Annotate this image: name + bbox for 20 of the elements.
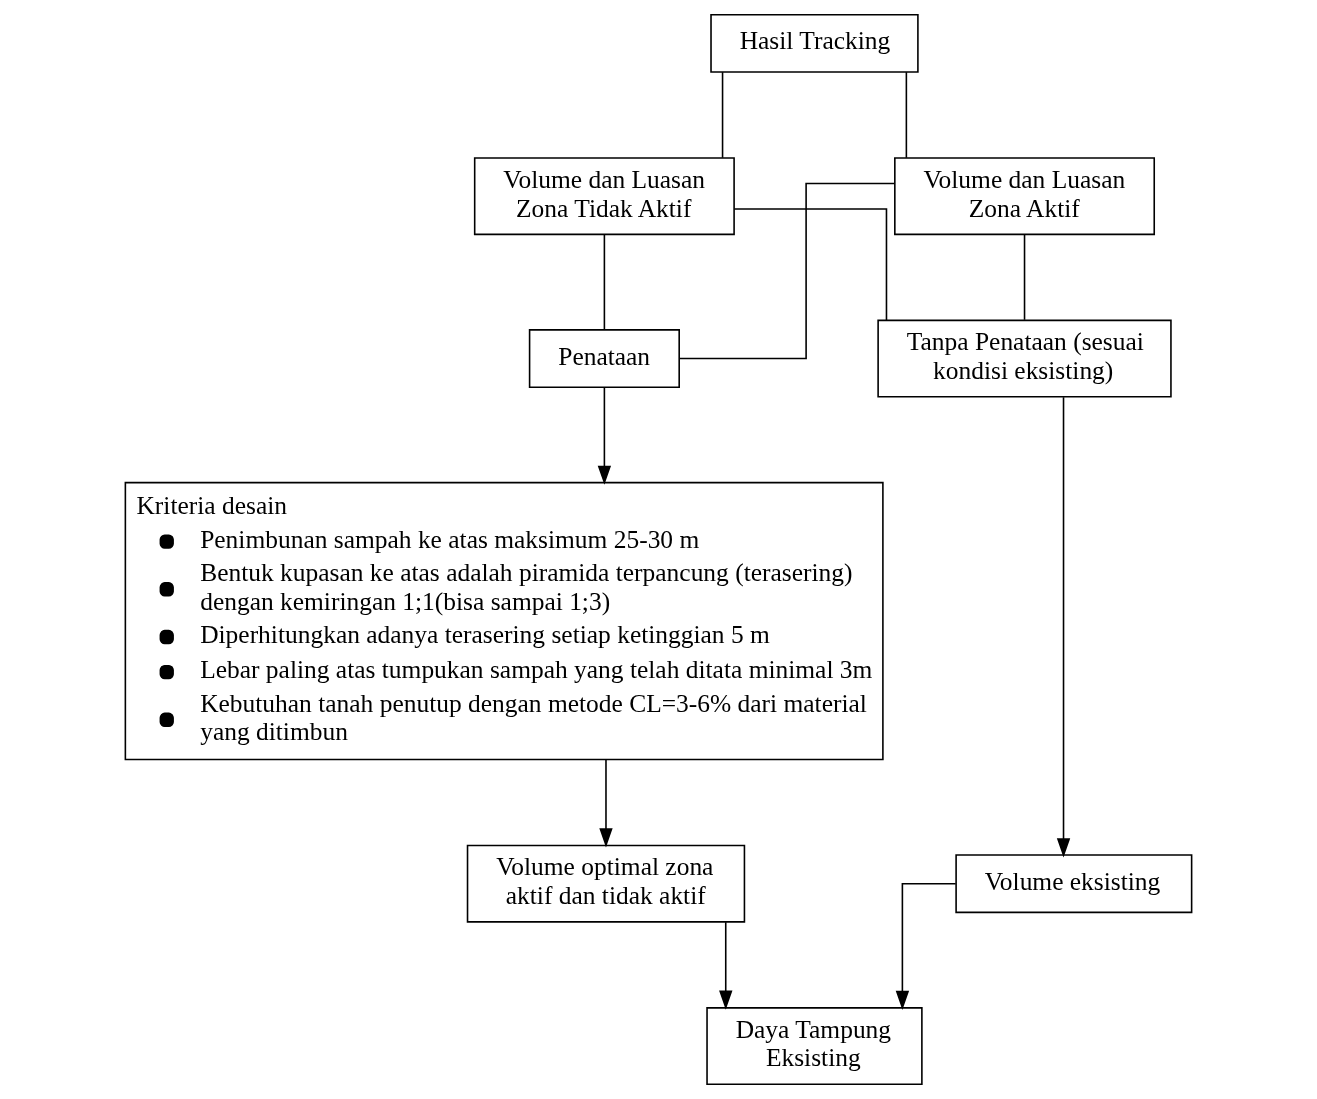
node-box: Volume dan Luasan Zona Aktif <box>894 157 1156 236</box>
node-box: Kriteria desain Penimbunan sampah ke atas maksimum 25-30 m Bentuk kupasan ke atas adalah piramida terpancung (terasering) dengan kemiringan 1;1(bisa sampai 1;3) Diperhitungkan adanya terasering setiap ketinggian 5 m Lebar paling atas tumpukan sampah yang telah ditata minimal 3m Kebutuhan tanah penutup dengan metode CL=3-6% dari material yang ditimbun <box>124 481 884 761</box>
arrow <box>597 386 612 485</box>
connector <box>1023 233 1026 321</box>
node-box: Volume dan Luasan Zona Tidak Aktif <box>473 157 735 236</box>
arrow <box>719 921 733 1010</box>
node-box: Volume optimal zona aktif dan tidak aktif <box>466 844 746 923</box>
node-box: Hasil Tracking <box>710 13 919 73</box>
arrow <box>895 882 957 1010</box>
connector <box>721 71 724 159</box>
connector <box>733 208 888 321</box>
node-box: Volume eksisting <box>955 854 1193 914</box>
node-box: Tanpa Penataan (sesuai kondisi eksisting) <box>877 319 1172 398</box>
connector <box>905 71 908 159</box>
node-box: Daya Tampung Eksisting <box>706 1007 923 1086</box>
node-box: Penataan <box>528 329 680 388</box>
arrow <box>1056 396 1071 858</box>
connector <box>678 182 896 360</box>
connector <box>603 233 606 331</box>
arrow <box>599 759 613 848</box>
